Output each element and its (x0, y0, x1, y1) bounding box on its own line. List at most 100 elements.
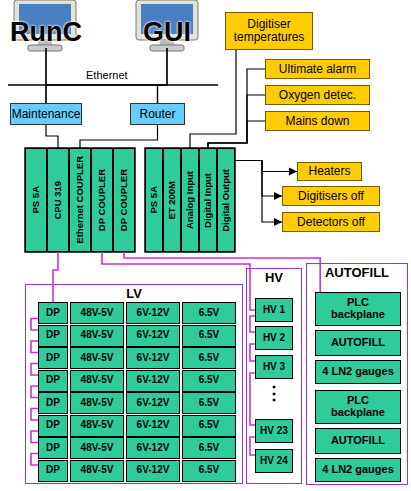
power-module: 6V-12V (126, 302, 180, 324)
plc-module: Digital Output (217, 148, 235, 252)
computer-label: RunC (0, 16, 92, 48)
autofill-module: AUTOFILL (315, 428, 401, 454)
node-text: DP COUPLER (119, 169, 129, 231)
bus-cable (250, 373, 255, 425)
plc-module: PS 5A (25, 148, 47, 252)
node-text: HV 3 (263, 362, 285, 373)
network-box: Router (130, 103, 185, 125)
dp-module: DP (38, 325, 68, 347)
node-text: 48V-5V (81, 353, 114, 364)
sensor-box: Digitiser temperatures (225, 12, 313, 50)
node-text: Ultimate alarm (279, 63, 356, 76)
power-module: 48V-5V (70, 370, 124, 392)
node-text: RunC (10, 18, 82, 46)
power-module: 6V-12V (126, 325, 180, 347)
power-module: 48V-5V (70, 460, 124, 482)
node-text: Maintenance (12, 108, 81, 121)
node-text: 6V-12V (137, 308, 170, 319)
node-text: PLC backplane (320, 395, 396, 418)
node-text: DP (46, 308, 60, 319)
connector-line (208, 95, 265, 148)
bus-cable (102, 252, 255, 310)
connector-line (46, 48, 158, 103)
signal-box: Ultimate alarm (265, 59, 370, 79)
node-text: 48V-5V (81, 420, 114, 431)
plc-module: Ethernet COUPLER (69, 148, 91, 252)
node-text: DP (46, 420, 60, 431)
bus-cable (31, 319, 38, 331)
node-text: HV (265, 271, 283, 285)
node-text: DP (46, 353, 60, 364)
power-module: 6.5V (182, 370, 236, 392)
node-text: Router (139, 108, 175, 121)
node-text: 6V-12V (137, 353, 170, 364)
power-module: 6.5V (182, 437, 236, 459)
bus-label: Ethernet (86, 69, 128, 81)
node-text: DP (46, 465, 60, 476)
dp-module: DP (38, 437, 68, 459)
node-text: 48V-5V (81, 375, 114, 386)
node-text: Oxygen detec. (279, 89, 356, 102)
node-text: 6V-12V (137, 398, 170, 409)
autofill-module: AUTOFILL (315, 330, 401, 356)
ellipsis-mark: ⋮ (265, 382, 283, 404)
node-text: HV 2 (263, 333, 285, 344)
power-module: 6.5V (182, 415, 236, 437)
connector-line (80, 125, 158, 148)
node-text: 6.5V (199, 353, 220, 364)
bus-cable (31, 364, 38, 376)
power-module: 6V-12V (126, 415, 180, 437)
autofill-module: PLC backplane (315, 390, 401, 424)
connector-line (208, 69, 265, 148)
hv-module: HV 23 (255, 419, 293, 443)
connector-line (235, 161, 297, 172)
hv-module: HV 24 (255, 449, 293, 473)
node-text: 6V-12V (137, 330, 170, 341)
node-text: CPU 319 (53, 181, 63, 220)
power-module: 6.5V (182, 392, 236, 414)
plc-module: CPU 319 (47, 148, 69, 252)
computer-icon (136, 0, 198, 51)
power-module: 6.5V (182, 460, 236, 482)
node-text: 6.5V (199, 465, 220, 476)
bus-cable (31, 409, 38, 421)
node-text: Ethernet COUPLER (75, 156, 85, 244)
node-text: LV (126, 287, 142, 301)
node-text: Heaters (308, 165, 350, 178)
power-module: 6V-12V (126, 460, 180, 482)
node-text: Mains down (285, 115, 349, 128)
node-text: 6.5V (199, 420, 220, 431)
node-text: AUTOFILL (331, 435, 385, 447)
hv-module: HV 2 (255, 326, 293, 350)
power-module: 48V-5V (70, 392, 124, 414)
autofill-module: PLC backplane (315, 292, 401, 326)
node-text: Analog Input (185, 171, 195, 229)
node-text: Digital Output (221, 169, 231, 232)
hv-module: HV 3 (255, 355, 293, 379)
power-module: 48V-5V (70, 415, 124, 437)
group-frame: HV HV 1 HV 2 HV 3 HV 23 HV 24 (246, 268, 302, 484)
signal-box: Oxygen detec. (265, 85, 370, 105)
node-text: 48V-5V (81, 443, 114, 454)
connector-line (190, 50, 236, 148)
node-text: PLC backplane (320, 297, 396, 320)
plc-module: ET 200M (163, 148, 181, 252)
connector-line (45, 48, 46, 103)
connector-line (46, 48, 167, 103)
power-module: 48V-5V (70, 347, 124, 369)
node-text: PS 5A (149, 186, 159, 213)
bus-cable (250, 437, 255, 455)
bus-cable (31, 386, 38, 398)
bus-cable (31, 341, 38, 353)
node-text: Digitisers off (298, 190, 364, 203)
node-text: 48V-5V (81, 465, 114, 476)
node-text: 48V-5V (81, 308, 114, 319)
dp-module: DP (38, 347, 68, 369)
dp-module: DP (38, 415, 68, 437)
bus-cable (250, 344, 255, 361)
dp-module: DP (38, 302, 68, 324)
bus-cable (53, 252, 58, 302)
node-text: 48V-5V (81, 398, 114, 409)
hv-module: HV 1 (255, 298, 293, 322)
node-text: 48V-5V (81, 330, 114, 341)
